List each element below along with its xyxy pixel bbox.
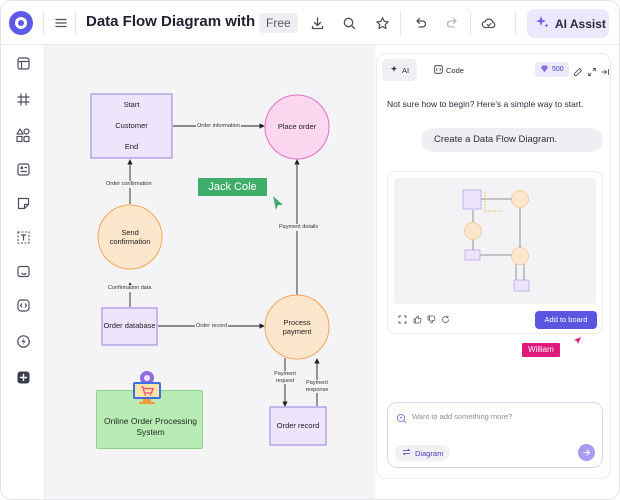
sticky-note-icon[interactable] <box>13 193 33 213</box>
template-icon[interactable] <box>13 159 33 179</box>
add-icon[interactable] <box>13 367 33 387</box>
edge-label-order-information: Order information <box>196 123 241 130</box>
tab-code-label: Code <box>446 65 464 75</box>
place-order-node <box>264 94 330 160</box>
send-confirmation-label: Send confirmation <box>109 227 151 246</box>
prompt-input-box[interactable]: Want to add something more? Diagram <box>387 402 603 468</box>
document-title[interactable]: Data Flow Diagram with AI <box>86 13 274 30</box>
sparkle-icon <box>534 14 550 33</box>
divider <box>515 11 516 35</box>
process-payment-node <box>264 294 330 360</box>
search-icon[interactable] <box>339 13 359 33</box>
frame-icon[interactable] <box>13 261 33 281</box>
order-database-label: Order database <box>103 321 156 331</box>
layout-icon[interactable] <box>13 53 33 73</box>
diagram-chip-label: Diagram <box>415 448 444 458</box>
diagram-preview[interactable] <box>394 178 596 304</box>
redo-icon[interactable] <box>442 13 462 33</box>
tab-ai-label: AI <box>402 65 410 75</box>
sparkle-search-icon <box>396 411 407 424</box>
sticky-card-text: Online Order Processing System <box>103 416 198 438</box>
edge-label-payment-response: Payment response <box>302 380 332 394</box>
refresh-icon[interactable] <box>439 313 451 325</box>
divider <box>43 11 44 35</box>
divider <box>400 11 401 35</box>
shapes-icon[interactable] <box>13 125 33 145</box>
customer-start-label: Start <box>123 100 140 110</box>
credits-count: 500 <box>552 66 564 73</box>
panel-tabs: AI Code 500 <box>382 59 609 81</box>
cloud-icon[interactable] <box>479 13 499 33</box>
order-database-node <box>101 307 158 346</box>
text-icon[interactable] <box>13 227 33 247</box>
collaborator-tag-william: William <box>522 343 560 357</box>
user-message: Create a Data Flow Diagram. <box>421 128 603 152</box>
intro-text: Not sure how to begin? Here’s a simple w… <box>387 99 584 109</box>
order-record-node <box>269 406 327 446</box>
send-button[interactable] <box>578 444 595 461</box>
download-icon[interactable] <box>307 13 327 33</box>
gem-icon <box>540 65 549 75</box>
swap-icon <box>402 448 411 458</box>
customer-end-label: End <box>124 142 139 152</box>
send-confirmation-node <box>97 204 163 270</box>
customer-label: Customer <box>115 121 148 131</box>
customer-node <box>90 93 173 159</box>
prompt-placeholder[interactable]: Want to add something more? <box>412 412 513 421</box>
collapse-panel-icon[interactable] <box>600 64 610 75</box>
sparkle-icon <box>390 65 399 76</box>
process-payment-label: Process payment <box>282 317 312 336</box>
arrow-right-icon <box>582 444 591 462</box>
fullscreen-icon[interactable] <box>396 313 408 325</box>
star-icon[interactable] <box>372 13 392 33</box>
computer-cart-icon <box>128 370 166 404</box>
left-toolbar <box>1 45 45 499</box>
grid-icon[interactable] <box>13 89 33 109</box>
expand-icon[interactable] <box>587 64 597 76</box>
diagram-type-chip[interactable]: Diagram <box>395 445 451 461</box>
divider <box>75 11 76 35</box>
edit-icon[interactable] <box>573 64 583 76</box>
diagram-thumbnail <box>462 189 530 292</box>
top-bar: Data Flow Diagram with AI Free AI Assist <box>1 1 619 45</box>
edge-label-order-record: Order record <box>195 323 229 330</box>
diagram-preview-card: Add to board <box>387 171 603 334</box>
undo-icon[interactable] <box>410 13 430 33</box>
plan-badge: Free <box>259 13 298 33</box>
ai-panel: AI Code 500 Not sure how to begin? Here’… <box>376 53 611 479</box>
credits-badge: 500 <box>535 62 569 77</box>
menu-icon[interactable] <box>51 13 71 33</box>
jack-cursor-icon <box>273 196 283 210</box>
code-icon <box>434 64 443 76</box>
tab-code[interactable]: Code <box>426 59 472 81</box>
ai-assist-label: AI Assist <box>555 16 606 31</box>
order-record-label: Order record <box>276 421 320 431</box>
edge-label-order-confirmation: Order confirmation <box>105 181 153 188</box>
diagram-canvas[interactable]: Start Customer End Place order Send conf… <box>45 45 375 499</box>
add-to-board-button[interactable]: Add to board <box>535 311 597 329</box>
tab-ai[interactable]: AI <box>382 59 418 81</box>
app-logo[interactable] <box>9 11 33 35</box>
lightning-icon[interactable] <box>13 331 33 351</box>
ai-assist-button[interactable]: AI Assist <box>527 9 609 38</box>
edge-label-payment-request: Payment request <box>272 371 298 385</box>
code-icon[interactable] <box>13 295 33 315</box>
thumbs-down-icon[interactable] <box>425 313 437 325</box>
edge-label-payment-details: Payment details <box>278 224 320 231</box>
collaborator-tag-jack: Jack Cole <box>198 178 267 196</box>
william-cursor-icon <box>573 333 583 344</box>
divider <box>470 11 471 35</box>
place-order-label: Place order <box>277 122 317 132</box>
thumbs-up-icon[interactable] <box>411 313 423 325</box>
edge-label-confirmation-data: Confirmation data <box>107 285 153 292</box>
diagram-connectors <box>90 93 330 446</box>
